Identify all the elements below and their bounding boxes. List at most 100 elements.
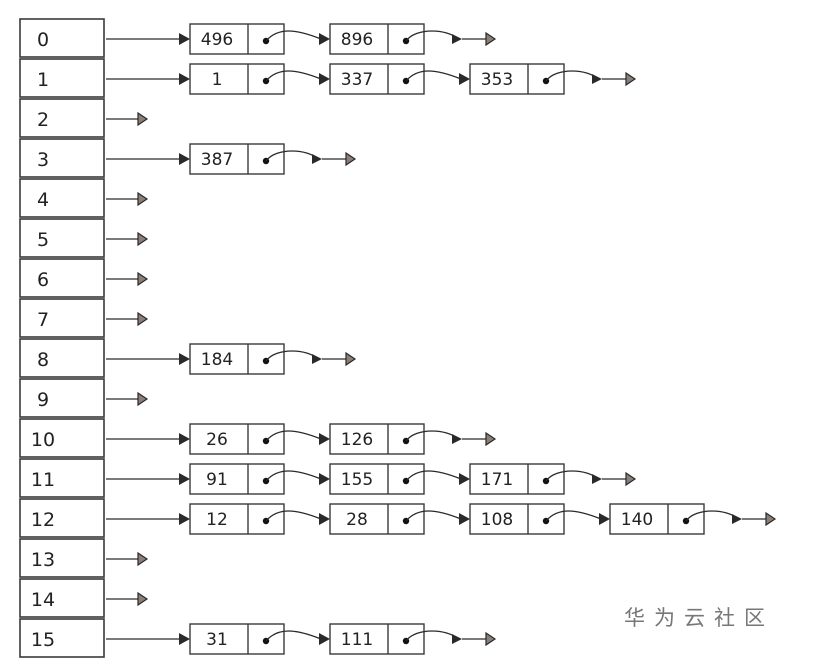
null-arrow-head <box>137 311 149 327</box>
list-node: 26 <box>189 423 285 455</box>
null-pointer-mid-head <box>592 474 602 484</box>
list-node-value: 28 <box>346 510 368 530</box>
array-cell-box <box>19 178 105 218</box>
null-terminator-arrow <box>545 70 637 87</box>
array-cell: 11 <box>19 458 105 498</box>
bucket-pointer-arrow-head <box>179 433 190 445</box>
null-terminator-arrow <box>685 510 777 527</box>
list-node-value: 184 <box>201 350 233 370</box>
next-pointer-arrow-head <box>319 513 330 525</box>
array-cell: 3 <box>19 138 105 178</box>
null-pointer-mid-head <box>452 634 462 644</box>
null-terminator-arrow <box>265 150 357 167</box>
null-arrow-head <box>137 231 149 247</box>
list-node-value: 387 <box>201 150 233 170</box>
null-arrow-head <box>625 471 637 487</box>
bucket-chain-14 <box>106 591 149 607</box>
array-cell-box <box>19 498 105 538</box>
bucket-chain-13 <box>106 551 149 567</box>
list-node-box <box>189 503 285 535</box>
bucket-index-label: 5 <box>37 229 49 251</box>
array-cell-box <box>19 218 105 258</box>
null-pointer-arrow <box>106 551 149 567</box>
array-cell: 8 <box>19 338 105 378</box>
next-pointer-curve <box>405 470 462 482</box>
bucket-index-label: 4 <box>37 189 49 211</box>
null-pointer-arrow <box>106 311 149 327</box>
bucket-index-label: 12 <box>31 509 55 531</box>
bucket-chain-12: 12 28 108 140 <box>106 503 777 535</box>
next-pointer-arrow-head <box>319 473 330 485</box>
array-cell: 13 <box>19 538 105 578</box>
null-pointer-mid-head <box>452 34 462 44</box>
list-node: 896 <box>329 23 425 55</box>
bucket-index-label: 0 <box>37 29 49 51</box>
bucket-index-label: 13 <box>31 549 55 571</box>
list-node: 387 <box>189 143 285 175</box>
array-cell: 7 <box>19 298 105 338</box>
next-pointer-curve <box>405 510 462 522</box>
null-pointer-arrow <box>106 271 149 287</box>
list-node-value: 108 <box>481 510 513 530</box>
bucket-index-label: 8 <box>37 349 49 371</box>
next-pointer-curve <box>265 630 322 642</box>
list-node-box <box>189 63 285 95</box>
null-arrow-head <box>137 591 149 607</box>
list-node-value: 896 <box>341 30 373 50</box>
list-node-box <box>189 463 285 495</box>
next-pointer-arrow-head <box>459 513 470 525</box>
next-pointer-arrow-head <box>459 473 470 485</box>
bucket-index-label: 2 <box>37 109 49 131</box>
next-pointer-curve <box>405 70 462 82</box>
bucket-chain-10: 26 126 <box>106 423 497 455</box>
list-node-value: 353 <box>481 70 513 90</box>
array-cell-box <box>19 578 105 618</box>
list-node: 353 <box>469 63 565 95</box>
list-node-box <box>329 503 425 535</box>
next-pointer-arrow-head <box>599 513 610 525</box>
array-cell: 12 <box>19 498 105 538</box>
list-node-value: 155 <box>341 470 373 490</box>
bucket-pointer-arrow-head <box>179 33 190 45</box>
array-cell: 9 <box>19 378 105 418</box>
bucket-pointer-arrow-head <box>179 513 190 525</box>
array-cell-box <box>19 18 105 58</box>
null-arrow-head <box>625 71 637 87</box>
next-pointer-curve <box>265 430 322 442</box>
bucket-pointer-arrow-head <box>179 633 190 645</box>
null-terminator-arrow <box>265 350 357 367</box>
list-node-value: 126 <box>341 430 373 450</box>
list-node-value: 26 <box>206 430 228 450</box>
null-arrow-head <box>137 391 149 407</box>
null-arrow-head <box>485 631 497 647</box>
list-node: 108 <box>469 503 565 535</box>
list-node-value: 140 <box>621 510 653 530</box>
null-arrow-head <box>137 271 149 287</box>
bucket-pointer-arrow-head <box>179 473 190 485</box>
array-cell-box <box>19 58 105 98</box>
bucket-pointer-arrow-head <box>179 153 190 165</box>
array-cell: 0 <box>19 18 105 58</box>
next-pointer-arrow-head <box>319 73 330 85</box>
bucket-chain-2 <box>106 111 149 127</box>
null-arrow-head <box>345 151 357 167</box>
array-cell-box <box>19 298 105 338</box>
next-pointer-curve <box>265 70 322 82</box>
null-arrow-head <box>485 31 497 47</box>
list-node: 126 <box>329 423 425 455</box>
null-terminator-arrow <box>545 470 637 487</box>
next-pointer-curve <box>265 30 322 42</box>
list-node-value: 12 <box>206 510 228 530</box>
null-pointer-mid-head <box>452 434 462 444</box>
bucket-index-label: 10 <box>31 429 55 451</box>
array-cell: 14 <box>19 578 105 618</box>
array-cell: 1 <box>19 58 105 98</box>
array-cell-box <box>19 378 105 418</box>
null-pointer-arrow <box>106 191 149 207</box>
next-pointer-curve <box>265 510 322 522</box>
